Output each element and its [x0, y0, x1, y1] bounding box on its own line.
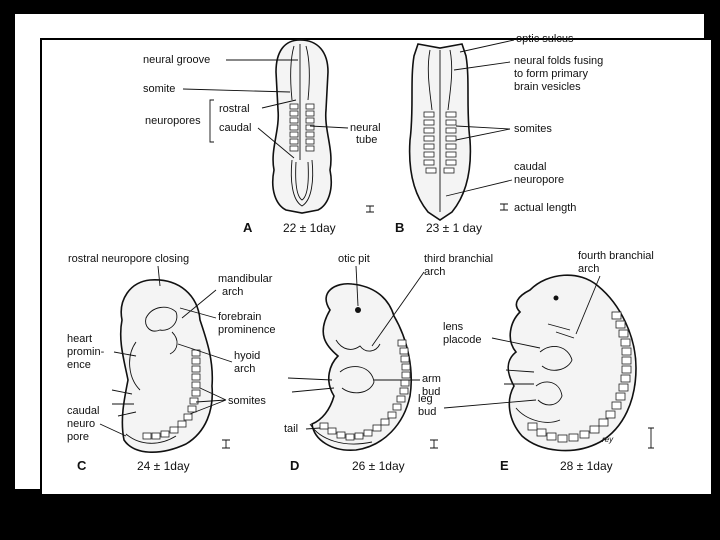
label-caudal-a: caudal — [219, 122, 251, 134]
label-caudal-c-2: neuro — [67, 418, 95, 430]
label-neuropore-b: neuropore — [514, 174, 564, 186]
panel-a: neural groove somite rostral neuropores … — [143, 39, 381, 235]
label-neural-folds-3: brain vesicles — [514, 81, 581, 93]
embryo-e — [507, 274, 637, 452]
label-caudal-c-3: pore — [67, 431, 89, 443]
label-leg-1: leg — [418, 393, 433, 405]
label-actual-length: actual length — [514, 202, 576, 214]
label-rostral-neuropore-closing: rostral neuropore closing — [68, 253, 189, 265]
embryo-a — [271, 39, 333, 214]
somites-a — [289, 103, 315, 152]
label-neural-tube-1: neural — [350, 122, 381, 134]
label-lens-2: placode — [443, 334, 482, 346]
otic-pit-d — [355, 307, 361, 313]
label-neural-tube-2: tube — [356, 134, 377, 146]
panel-age-a: 22 ± 1day — [283, 221, 336, 235]
label-heart-3: ence — [67, 359, 91, 371]
label-rostral: rostral — [219, 103, 250, 115]
panel-letter-e: E — [500, 458, 509, 473]
label-third-branchial-2: arch — [424, 266, 445, 278]
label-fourth-branchial-1: fourth branchial — [578, 250, 654, 262]
label-caudal-b: caudal — [514, 161, 546, 173]
label-leg-2: bud — [418, 406, 436, 418]
label-somites-c: somites — [228, 395, 266, 407]
label-heart-2: promin- — [67, 346, 105, 358]
label-hyoid-arch: arch — [234, 363, 255, 375]
somites-c — [142, 349, 201, 440]
somites-b — [423, 111, 457, 174]
label-tail: tail — [284, 423, 298, 435]
label-hyoid: hyoid — [234, 350, 260, 362]
label-forebrain: forebrain — [218, 311, 261, 323]
panel-c: rostral neuropore closing mandibular arc… — [67, 253, 275, 473]
panel-letter-a: A — [243, 220, 253, 235]
artist-signature: rey — [602, 435, 614, 444]
panel-letter-c: C — [77, 458, 87, 473]
panel-age-c: 24 ± 1day — [137, 459, 190, 473]
label-otic-pit: otic pit — [338, 253, 370, 265]
label-neural-groove: neural groove — [143, 54, 210, 66]
panel-b: optic sulcus neural folds fusing to form… — [395, 33, 603, 235]
panel-age-d: 26 ± 1day — [352, 459, 405, 473]
label-arm-2: bud — [422, 386, 440, 398]
panel-letter-d: D — [290, 458, 299, 473]
label-arm-1: arm — [422, 373, 441, 385]
label-mandibular-arch: arch — [222, 286, 243, 298]
panel-age-e: 28 ± 1day — [560, 459, 613, 473]
label-somite: somite — [143, 83, 175, 95]
label-neuropores: neuropores — [145, 115, 201, 127]
label-somites-b: somites — [514, 123, 552, 135]
label-neural-folds-2: to form primary — [514, 68, 588, 80]
label-neural-folds-1: neural folds fusing — [514, 55, 603, 67]
label-forebrain-prominence: prominence — [218, 324, 275, 336]
panel-e: fourth branchial arch lens placode leg b… — [418, 250, 654, 473]
label-third-branchial-1: third branchial — [424, 253, 493, 265]
label-lens-1: lens — [443, 321, 464, 333]
panel-age-b: 23 ± 1 day — [426, 221, 482, 235]
label-mandibular: mandibular — [218, 273, 273, 285]
somites-d — [319, 339, 411, 441]
otic-pit-e — [553, 295, 559, 301]
label-heart-1: heart — [67, 333, 92, 345]
label-caudal-c-1: caudal — [67, 405, 99, 417]
panel-d: otic pit third branchial arch arm bud ta… — [284, 253, 493, 473]
label-fourth-branchial-2: arch — [578, 263, 599, 275]
label-optic-sulcus: optic sulcus — [516, 33, 574, 45]
panel-letter-b: B — [395, 220, 404, 235]
somites-e — [527, 311, 632, 443]
